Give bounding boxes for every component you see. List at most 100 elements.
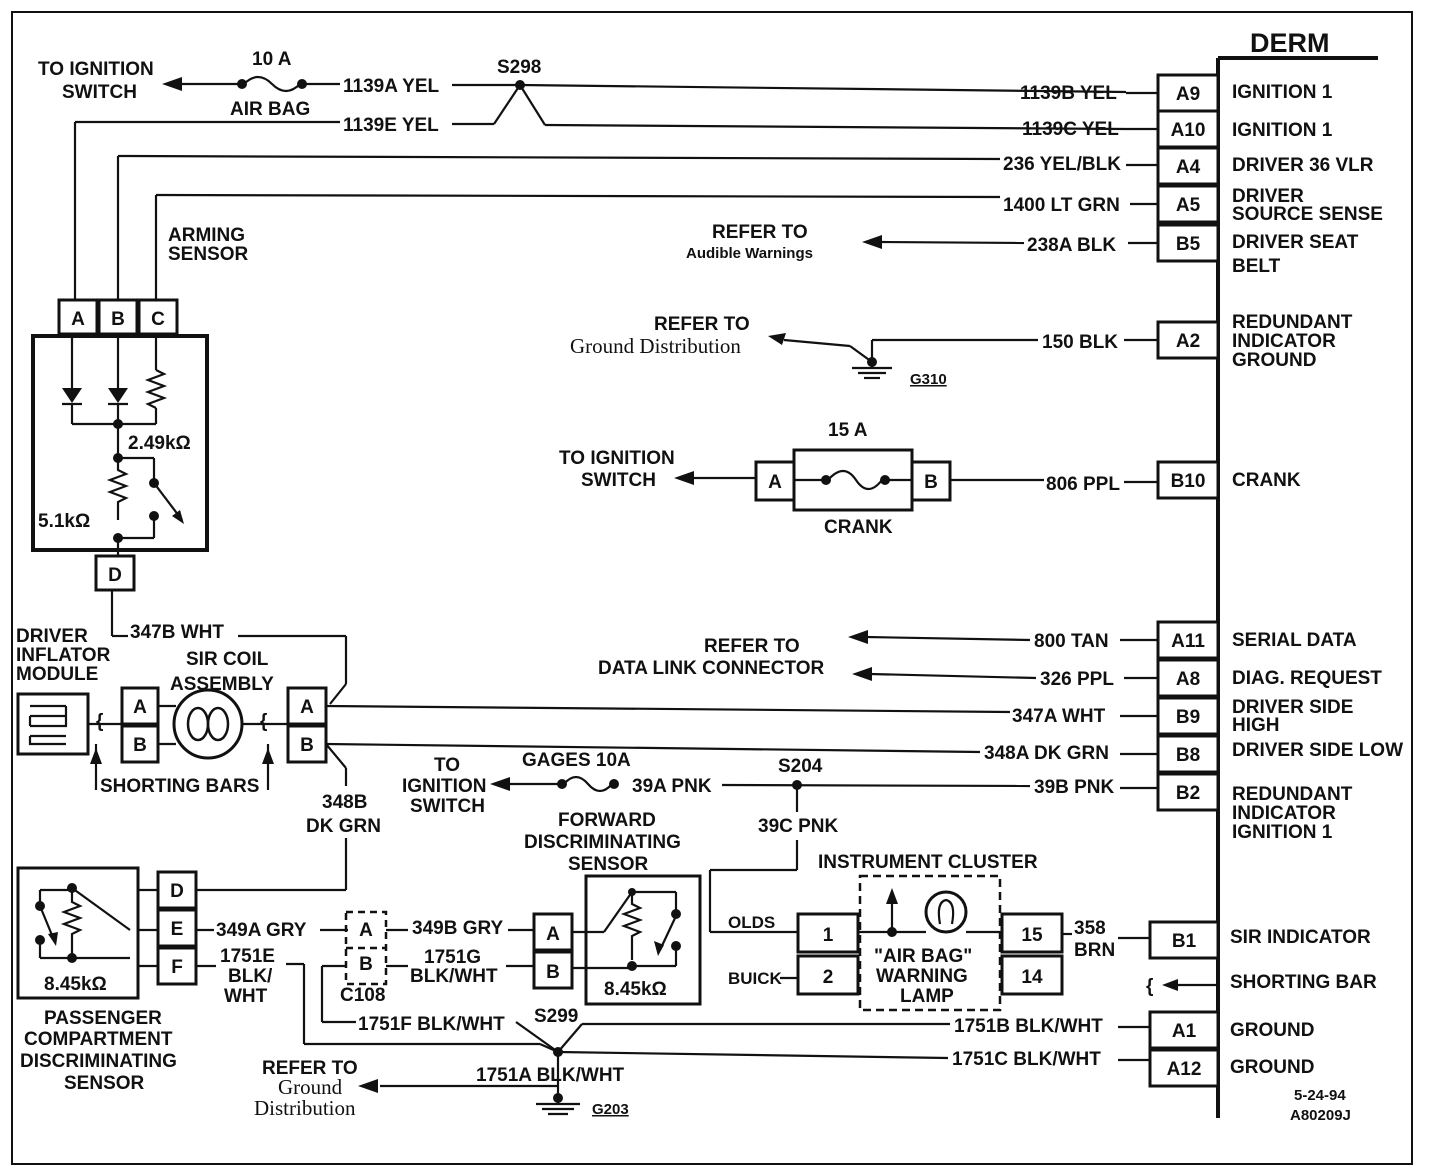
forward-sensor: FORWARD DISCRIMINATING SENSOR A B 8.45kΩ [524, 810, 702, 1006]
wire-1751b: 1751B BLK/WHT [954, 1016, 1103, 1037]
sir-pin-b: B [300, 735, 314, 756]
cluster-pin-2: 2 [823, 967, 834, 988]
wire-347b: 347B WHT [130, 622, 224, 643]
refer-audible-2: Audible Warnings [686, 245, 813, 262]
arming-pin-d: D [108, 565, 122, 586]
crank-fuse-name: CRANK [824, 517, 893, 538]
c108-name: C108 [340, 985, 385, 1006]
refer-ground2-3: Distribution [254, 1096, 356, 1120]
wire-1751c: 1751C BLK/WHT [952, 1049, 1101, 1070]
derm-label-a2-1: REDUNDANT [1232, 312, 1353, 333]
forward-title-1: FORWARD [558, 810, 656, 831]
derm-module: DERM A9 IGNITION 1 A10 IGNITION 1 A4 DRI… [1146, 28, 1403, 1118]
passenger-title-3: DISCRIMINATING [20, 1051, 177, 1072]
svg-text:{: { [96, 711, 103, 732]
derm-pin-b10: B10 [1171, 471, 1206, 492]
passenger-title-1: PASSENGER [44, 1008, 162, 1029]
derm-label-a2-3: GROUND [1232, 350, 1316, 371]
derm-pin-a10: A10 [1171, 120, 1206, 141]
wire-1751a: 1751A BLK/WHT [476, 1065, 625, 1086]
gages-to-ign-3: SWITCH [410, 796, 485, 817]
crank-pin-a: A [768, 472, 782, 493]
wire-1751e-2: BLK/ [228, 966, 273, 987]
derm-label-b2-2: INDICATOR [1232, 803, 1336, 824]
cluster-pin-14: 14 [1021, 967, 1043, 988]
wire-800: 800 TAN [1034, 631, 1109, 652]
wire-1139a: 1139A YEL [343, 76, 440, 97]
derm-title: DERM [1250, 28, 1330, 58]
derm-label-a12: GROUND [1230, 1057, 1314, 1078]
forward-r: 8.45kΩ [604, 979, 667, 1000]
derm-label-a9: IGNITION 1 [1232, 82, 1333, 103]
wire-1139b: 1139B YEL [1020, 83, 1117, 104]
derm-label-a5-1: DRIVER [1232, 186, 1304, 207]
forward-pin-b: B [546, 962, 560, 983]
c108-pin-b: B [359, 954, 373, 975]
derm-pin-a5: A5 [1176, 195, 1201, 216]
warning-lamp-icon [924, 890, 968, 934]
instrument-cluster: INSTRUMENT CLUSTER OLDS BUICK 1 2 "AIR B… [728, 852, 1150, 1012]
wire-1751e-3: WHT [224, 986, 268, 1007]
gages-circuit: TO IGNITION SWITCH GAGES 10A 39A PNK S20… [402, 750, 1158, 934]
splice-s204: S204 [778, 756, 823, 777]
to-ignition-1: TO IGNITION [38, 59, 154, 80]
driver-inflator: DRIVER INFLATOR MODULE SIR COIL ASSEMBLY… [16, 626, 1158, 892]
wire-236: 236 YEL/BLK [1003, 154, 1121, 175]
derm-pin-a1: A1 [1172, 1021, 1197, 1042]
data-link: REFER TO DATA LINK CONNECTOR 800 TAN 326… [598, 630, 1158, 690]
instrument-title: INSTRUMENT CLUSTER [818, 852, 1038, 873]
arming-title-1: ARMING [168, 225, 245, 246]
airbag-fuse-rating: 10 A [252, 49, 292, 70]
wire-348b-2: DK GRN [306, 816, 381, 837]
svg-text:{: { [260, 711, 267, 732]
wire-349a: 349A GRY [216, 920, 307, 941]
refer-ground-1: REFER TO [654, 314, 750, 335]
wire-39a: 39A PNK [632, 776, 712, 797]
derm-label-a10: IGNITION 1 [1232, 120, 1333, 141]
wire-1751e-1: 1751E [220, 946, 275, 967]
wire-1751g-2: BLK/WHT [410, 966, 498, 987]
shorting-bar-brace: { [1146, 976, 1153, 997]
olds-label: OLDS [728, 913, 775, 932]
wire-1139c: 1139C YEL [1022, 119, 1119, 140]
gages-to-ign-1: TO [434, 755, 460, 776]
passenger-title-2: COMPARTMENT [24, 1029, 173, 1050]
derm-label-b1: SIR INDICATOR [1230, 927, 1371, 948]
top-wiring: TO IGNITION SWITCH 10 A AIR BAG 1139A YE… [38, 49, 1158, 300]
wire-347a: 347A WHT [1012, 706, 1106, 727]
derm-label-a2-2: INDICATOR [1232, 331, 1336, 352]
crank-to-ign-1: TO IGNITION [559, 448, 675, 469]
derm-pin-b1: B1 [1172, 931, 1197, 952]
derm-label-a11: SERIAL DATA [1232, 630, 1357, 651]
footer-date: 5-24-94 [1294, 1087, 1346, 1104]
derm-pin-a9: A9 [1176, 84, 1200, 105]
derm-label-b8: DRIVER SIDE LOW [1232, 740, 1403, 761]
passenger-sensor: D E F 8.45kΩ PASSENGER COMPARTMENT DISCR… [16, 866, 540, 1094]
derm-label-a8: DIAG. REQUEST [1232, 668, 1382, 689]
derm-label-a4: DRIVER 36 VLR [1232, 155, 1374, 176]
ground-g310-label: G310 [910, 371, 947, 388]
derm-pin-a4: A4 [1176, 157, 1201, 178]
buick-label: BUICK [728, 969, 783, 988]
arming-r1: 2.49kΩ [128, 433, 191, 454]
passenger-r: 8.45kΩ [44, 974, 107, 995]
forward-title-3: SENSOR [568, 854, 649, 875]
refer-data-link-2: DATA LINK CONNECTOR [598, 658, 825, 679]
lamp-label-3: LAMP [900, 986, 954, 1007]
inflator-pin-b: B [133, 735, 147, 756]
splice-s299: S299 [534, 1006, 578, 1027]
arming-r2: 5.1kΩ [38, 511, 90, 532]
refer-ground2-1: REFER TO [262, 1058, 358, 1079]
crank-fuse-rating: 15 A [828, 420, 868, 441]
wire-348a: 348A DK GRN [984, 743, 1109, 764]
lamp-label-2: WARNING [876, 966, 968, 987]
passenger-pin-e: E [171, 919, 184, 940]
splice-s298: S298 [497, 57, 541, 78]
wire-349b: 349B GRY [412, 918, 503, 939]
lamp-label-1: "AIR BAG" [874, 946, 972, 967]
wire-358-2: BRN [1074, 940, 1115, 961]
cluster-pin-1: 1 [823, 925, 834, 946]
wire-39c: 39C PNK [758, 816, 839, 837]
inflator-pin-a: A [133, 697, 147, 718]
